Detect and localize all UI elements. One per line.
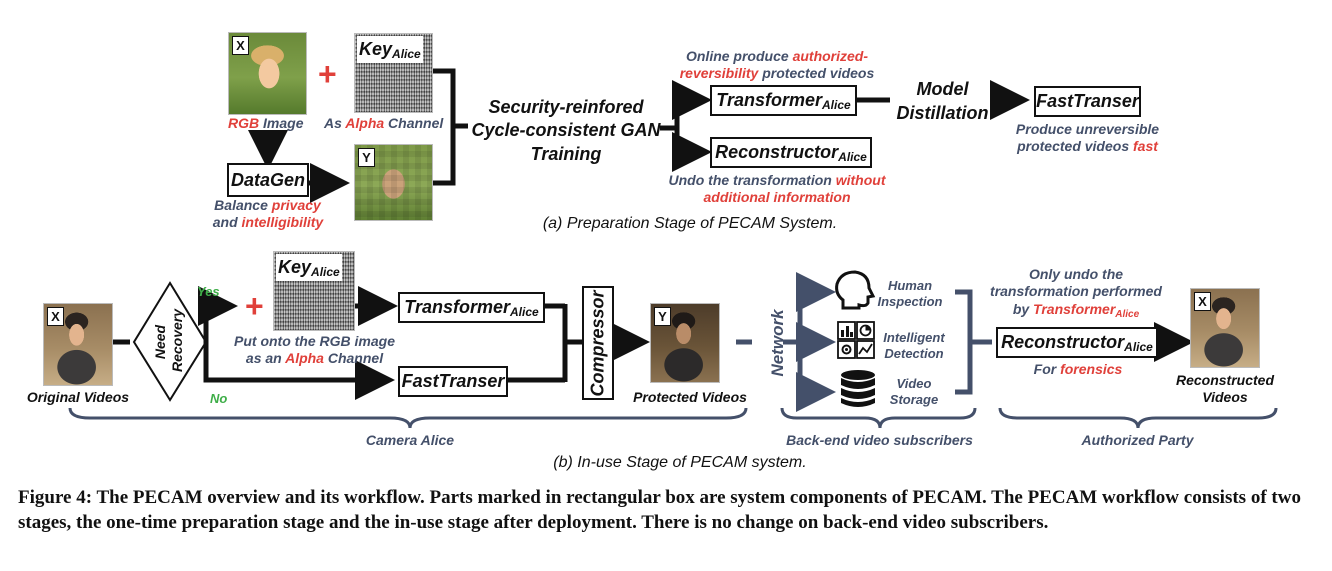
intelligent-detection-line1: Intelligent — [883, 330, 945, 345]
datagen-caption-line2: and intelligibility — [212, 214, 324, 230]
video-storage-line2: Storage — [889, 392, 939, 407]
network-label: Network — [768, 309, 787, 377]
database-storage-icon — [841, 370, 875, 407]
need-recovery-diamond — [132, 281, 208, 402]
compressor-label: Compressor — [587, 289, 608, 397]
protected-videos-caption: Protected Videos — [633, 389, 747, 405]
only-undo-line1: Only undo the — [1028, 266, 1124, 282]
fasttranser-box-b: FastTranser — [398, 366, 508, 397]
yes-branch — [198, 286, 238, 342]
group-backend-subscribers: Back-end video subscribers — [786, 432, 973, 448]
protected-video-image: Y — [650, 303, 720, 383]
original-videos-caption: Original Videos — [26, 389, 130, 405]
stage-a-caption: (a) Preparation Stage of PECAM System. — [542, 215, 838, 232]
protected-pixelated-image-a: Y — [354, 144, 433, 221]
distillation-line1: Model — [916, 79, 969, 99]
training-line3: Training — [530, 144, 602, 164]
human-head-icon — [835, 270, 876, 310]
bracket-subscribers-out — [955, 289, 973, 395]
datagen-box: DataGen — [227, 163, 309, 197]
image-tag-x-b: X — [47, 307, 64, 326]
datagen-caption-line1: Balance privacy — [214, 197, 321, 213]
group-authorized-party: Authorized Party — [1081, 432, 1194, 448]
reconstructed-line1: Reconstructed — [1175, 372, 1275, 388]
image-tag-y-b: Y — [654, 307, 671, 326]
rgb-image-caption: RGB Image — [228, 115, 304, 131]
online-produce-line1: Online produce authorized- — [685, 48, 869, 64]
intelligent-detection-line2: Detection — [884, 346, 944, 361]
human-inspection-line2: Inspection — [877, 294, 943, 309]
training-line2: Cycle-consistent GAN — [471, 120, 661, 140]
brace-backend — [780, 407, 977, 429]
brace-camera-alice — [68, 407, 748, 429]
only-undo-line3: by TransformerAlice — [1012, 301, 1140, 320]
brace-authorized — [998, 407, 1278, 429]
undo-line2: additional information — [703, 189, 851, 205]
compressor-box: Compressor — [582, 286, 614, 400]
fasttranser-box-a: FastTranser — [1034, 86, 1141, 117]
plus-sign-a: + — [318, 56, 337, 92]
analytics-icon — [837, 321, 875, 359]
stage-b-caption: (b) In-use Stage of PECAM system. — [553, 454, 807, 471]
only-undo-line2: transformation performed — [990, 283, 1162, 299]
rgb-child-image: X — [228, 32, 307, 115]
image-tag-x-c: X — [1194, 292, 1211, 311]
undo-line1: Undo the transformation without — [668, 172, 886, 188]
produce-line2: protected videos fast — [1017, 138, 1158, 154]
for-forensics: For forensics — [1033, 361, 1123, 377]
no-branch — [203, 342, 395, 400]
figure-caption: Figure 4: The PECAM overview and its wor… — [18, 487, 1301, 533]
image-tag-x: X — [232, 36, 249, 55]
put-onto-line2: as an Alpha Channel — [245, 350, 384, 366]
original-video-image: X — [43, 303, 113, 386]
alpha-channel-caption: As Alpha Channel — [324, 115, 444, 131]
distillation-line2: Distillation — [896, 103, 989, 123]
put-onto-line1: Put onto the RGB image — [234, 333, 395, 349]
online-produce-line2: reversibility protected videos — [679, 65, 875, 81]
image-tag-y: Y — [358, 148, 375, 167]
yes-label: Yes — [197, 284, 220, 299]
video-storage-line1: Video — [896, 376, 932, 391]
reconstructed-video-image: X — [1190, 288, 1260, 368]
human-inspection-line1: Human — [887, 278, 933, 293]
produce-line1: Produce unreversible — [1015, 121, 1160, 137]
training-line1: Security-reinfored — [488, 97, 644, 117]
reconstructed-line2: Videos — [1202, 389, 1248, 405]
group-camera-alice: Camera Alice — [365, 432, 455, 448]
plus-sign-b: + — [245, 288, 264, 324]
no-label: No — [210, 391, 228, 406]
